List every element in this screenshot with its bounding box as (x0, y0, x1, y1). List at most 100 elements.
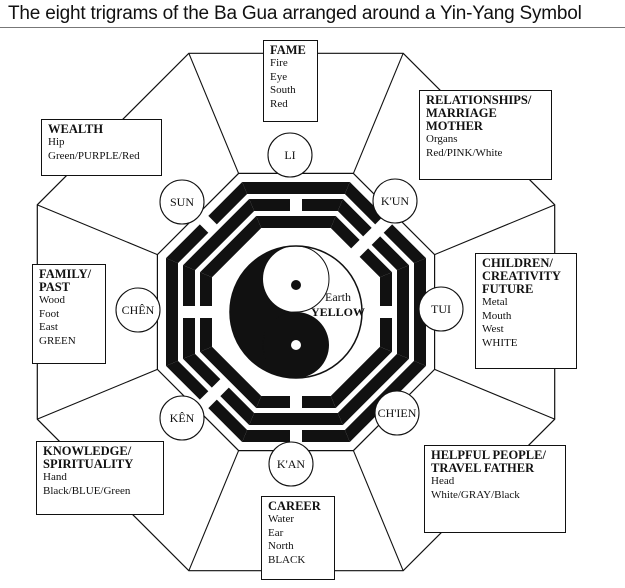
trigram-line-broken (344, 182, 384, 225)
area-heading-relationships: RELATIONSHIPS/ MARRIAGE MOTHER (426, 93, 532, 133)
area-line: Eye (270, 70, 288, 83)
trigram-line-broken (302, 396, 336, 408)
trigram-line-broken (165, 360, 209, 400)
trigram-line-solid (337, 353, 410, 425)
trigram-line-broken (200, 318, 212, 352)
trigram-name: LI (284, 148, 295, 162)
area-box-family: FAMILY/ PAST Wood Foot East GREEN (32, 264, 106, 364)
trigram-line-solid (200, 346, 262, 408)
trigram-line-broken (380, 318, 392, 352)
trigram-line-broken (383, 224, 427, 264)
trigram-line-solid (242, 182, 350, 194)
trigram-line-broken (208, 399, 248, 442)
trigram (330, 182, 427, 278)
area-line: East (39, 321, 58, 333)
trigram-line-solid (249, 413, 343, 425)
area-line: Hand (43, 471, 67, 483)
title-divider (0, 27, 625, 28)
trigram-line-broken (242, 430, 290, 442)
yang-dot (291, 340, 301, 350)
area-line: Fire (270, 57, 288, 69)
trigram-name: K'AN (277, 457, 305, 471)
area-line: Metal (482, 296, 508, 308)
trigram-line-broken (330, 216, 360, 249)
area-line: West (482, 323, 504, 335)
trigram-circle (268, 441, 314, 487)
area-line: Water (268, 513, 294, 525)
trigram-line-solid (166, 258, 178, 366)
area-line: Foot (39, 307, 60, 320)
spoke-line (434, 204, 555, 256)
spoke-line (434, 368, 555, 420)
area-heading-fame: FAME (270, 43, 306, 57)
yin-dot (291, 280, 301, 290)
yin-yang-curve (262, 245, 330, 379)
area-box-helpful-people: HELPFUL PEOPLE/ TRAVEL FATHER Head White… (424, 445, 566, 533)
trigram (242, 396, 350, 442)
area-line: Head (431, 475, 455, 487)
area-line: Red (270, 97, 288, 110)
spoke-line (352, 53, 404, 174)
trigram-line-broken (371, 236, 409, 271)
area-line: Black/BLUE/Green (43, 484, 131, 497)
trigram (165, 346, 262, 442)
area-line: WHITE (482, 336, 518, 349)
trigram-line-broken (200, 272, 212, 306)
trigram-circle (372, 178, 418, 224)
trigram (166, 258, 212, 366)
trigram-line-solid (397, 265, 409, 359)
trigram-circle (159, 179, 205, 225)
trigram-line-broken (302, 199, 343, 211)
diagram-title: The eight trigrams of the Ba Gua arrange… (8, 3, 582, 24)
area-line: Hip (48, 136, 65, 148)
trigram-line-broken (302, 430, 350, 442)
center-label: CENTER (271, 257, 321, 271)
area-line: Green/PURPLE/Red (48, 149, 140, 162)
trigram-name: SUN (170, 195, 194, 209)
trigram-circle (374, 390, 420, 436)
center-element: Earth (325, 290, 351, 304)
area-line: Organs (426, 133, 458, 145)
area-box-children: CHILDREN/ CREATIVITY FUTURE Metal Mouth … (475, 253, 577, 369)
area-line: White/GRAY/Black (431, 488, 520, 501)
area-box-knowledge: KNOWLEDGE/ SPIRITUALITY Hand Black/BLUE/… (36, 441, 164, 515)
area-line: Mouth (482, 309, 512, 322)
spoke-line (188, 53, 240, 174)
yin-half (230, 246, 329, 378)
center-color: YELLOW (311, 305, 365, 319)
trigram-line-broken (249, 199, 290, 211)
trigram-line-broken (183, 353, 221, 388)
area-line: South (270, 84, 296, 96)
area-heading-career: CAREER (268, 499, 321, 513)
trigram-line-broken (337, 198, 372, 237)
trigram (166, 181, 262, 278)
trigram (242, 182, 350, 228)
trigram-circle (115, 287, 161, 333)
trigram-line-broken (208, 181, 248, 225)
trigram-name: KÊN (170, 411, 195, 425)
trigram-line-broken (380, 272, 392, 306)
area-box-career: CAREER Water Ear North BLACK (261, 496, 335, 580)
trigram-line-broken (359, 248, 392, 278)
trigram-line-broken (183, 318, 195, 359)
area-heading-family: FAMILY/ PAST (39, 267, 92, 294)
trigram-line-solid (256, 216, 336, 228)
spoke-line (188, 450, 240, 571)
trigram-name: TUI (431, 302, 451, 316)
trigram-line-broken (166, 224, 209, 264)
spoke-line (352, 450, 404, 571)
trigram-line-broken (220, 387, 255, 426)
spoke-line (37, 204, 158, 256)
trigram-line-solid (330, 346, 392, 408)
area-line: Wood (39, 294, 66, 306)
area-heading-helpful-people: HELPFUL PEOPLE/ TRAVEL FATHER (431, 448, 546, 475)
trigram-line-broken (183, 265, 195, 306)
trigram (380, 258, 426, 366)
trigram-line-solid (200, 216, 262, 278)
area-heading-knowledge: KNOWLEDGE/ SPIRITUALITY (43, 444, 134, 471)
area-box-relationships: RELATIONSHIPS/ MARRIAGE MOTHER Organs Re… (419, 90, 552, 180)
area-heading-wealth: WEALTH (48, 122, 104, 136)
area-line: North (268, 540, 294, 552)
